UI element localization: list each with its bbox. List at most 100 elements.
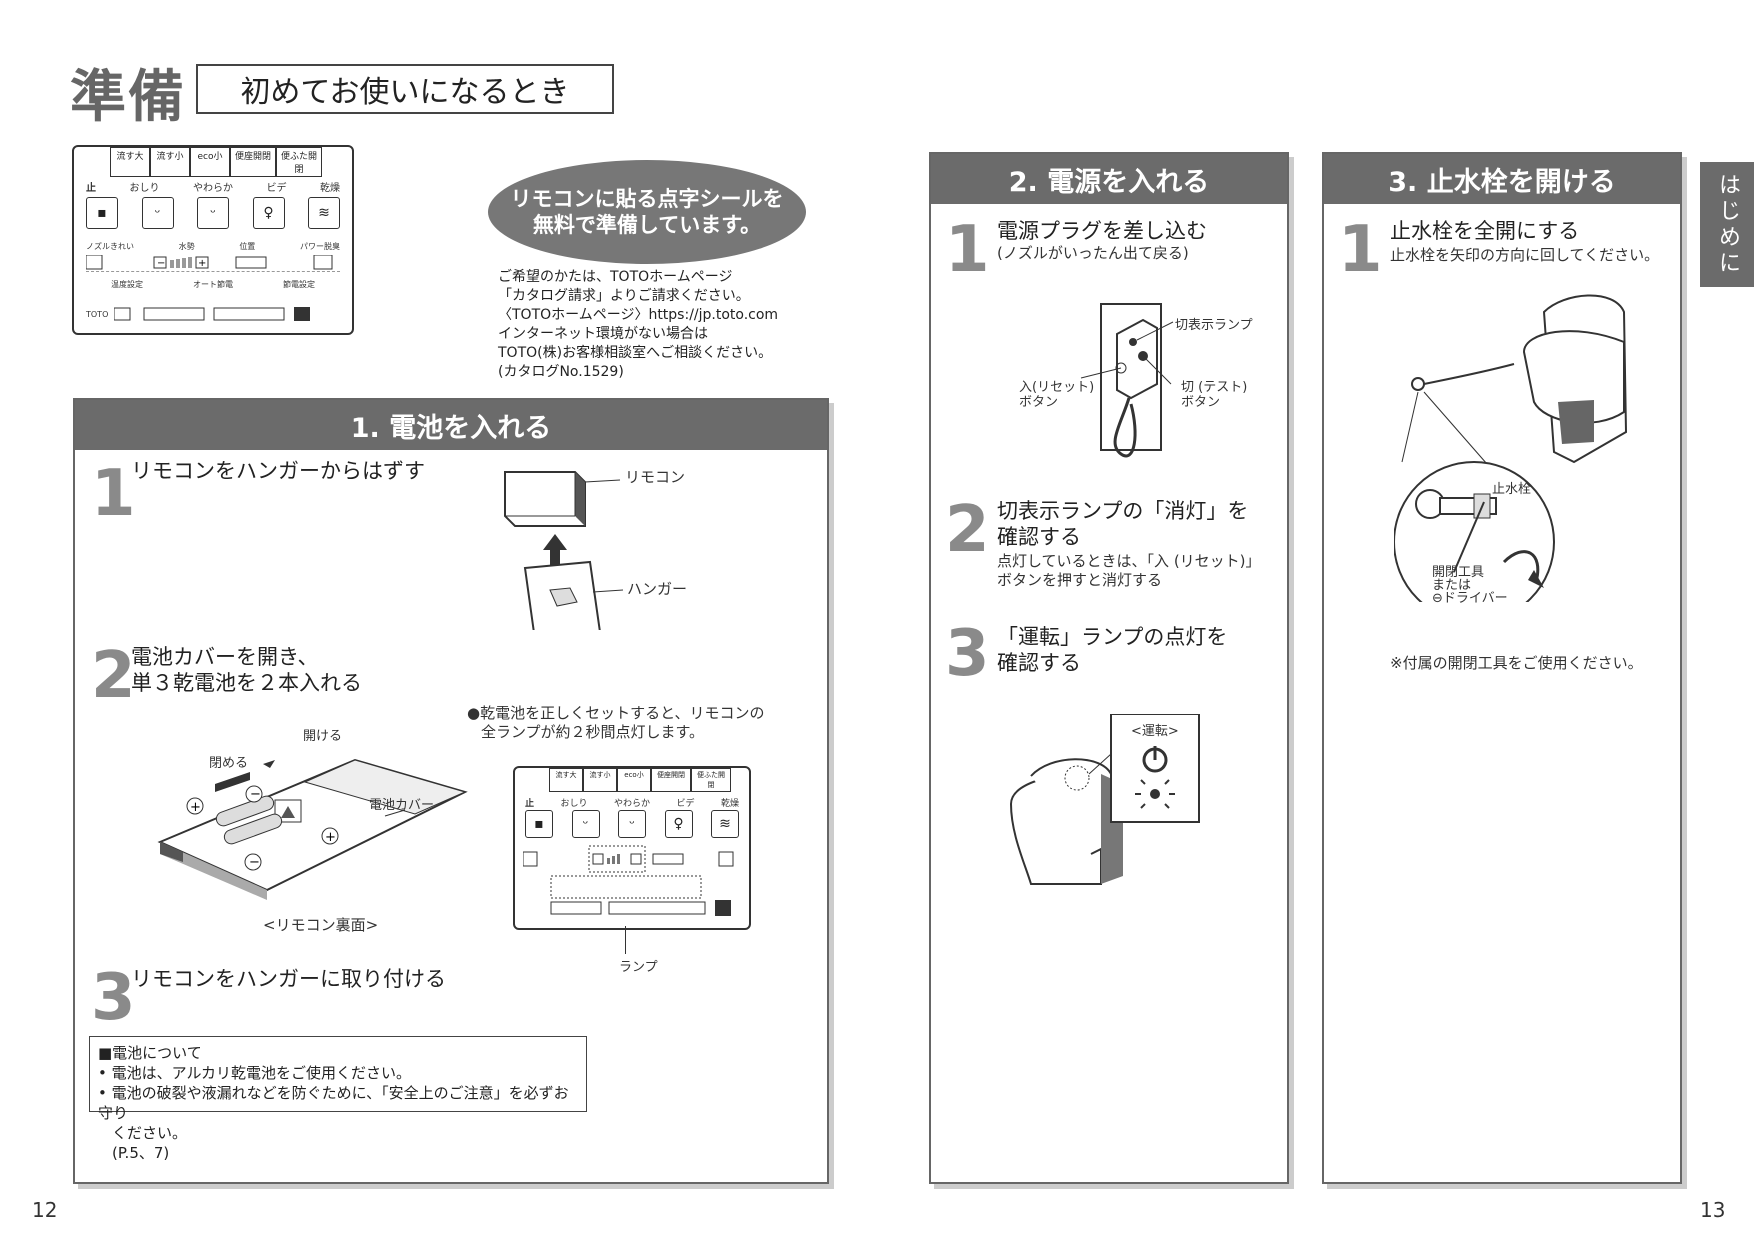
step-sub-line: 点灯しているときは、「入 (リセット)」 [997,552,1261,570]
remote-tab: 流す大 [549,768,583,792]
label-line: 入(リセット) [1019,380,1095,395]
svg-text:−: − [157,258,165,269]
page-number-right: 13 [1700,1198,1726,1222]
dryer-button-icon: ≋ [711,810,739,838]
remote-label: 乾燥 [720,799,739,809]
toilet-run-lamp-illustration [1009,714,1200,885]
step-title-line: 確認する [997,525,1081,549]
label-off-test-button: 切 (テスト) ボタン [1181,380,1247,410]
remote-tab: 便座開閉 [230,147,276,177]
section-insert-batteries: 1. 電池を入れる 1 リモコンをハンガーからはずす リモコン ハンガー 2 電… [73,398,829,1184]
remote-brand: TOTO [86,309,109,319]
bidet-rear-button-icon: ᵕ [571,810,600,838]
section-power-on: 2. 電源を入れる 1 電源プラグを差し込む (ノズルがいったん出て戻る) 切表… [929,152,1289,1184]
step-title: 止水栓を全開にする [1390,219,1580,243]
label-on-reset-button: 入(リセット) ボタン [1019,380,1094,410]
label-hanger: ハンガー [627,580,688,598]
step-title-line: 単３乾電池を２本入れる [131,671,362,695]
svg-text:+: + [198,258,206,269]
remote-label: ビデ [676,799,695,809]
promo-line: 「カタログ請求」よりご請求ください。 [498,288,750,304]
step-title: 「運転」ランプの点灯を 確認する [997,624,1227,676]
label-line: 開閉工具 [1432,565,1485,580]
svg-text:+: + [190,800,201,815]
label-run-lamp: <運転> [1131,724,1179,739]
bidet-front-button-icon: ♀ [664,810,693,838]
stop-valve-illustration [1394,294,1628,602]
label-line: ボタン [1181,395,1221,410]
label-line: ボタン [1019,395,1059,410]
step-title-line: 電池カバーを開き、 [131,645,319,669]
remote-label: やわらか [193,183,233,194]
section-open-stop-valve: 3. 止水栓を開ける 1 止水栓を全開にする 止水栓を矢印の方向に回してください… [1322,152,1682,1184]
remote-hanger-illustration [504,471,624,630]
remote-tab: 流す大 [110,147,150,177]
remote-label: おしり [560,799,588,809]
soft-wash-button-icon: ᵕ [618,810,646,838]
step-number: 2 [945,493,990,567]
promo-line: ご希望のかたは、TOTOホームページ [498,269,733,285]
label-stop-valve: 止水栓 [1492,482,1532,497]
remote-illustration-top: 流す大 流す小 eco小 便座開閉 便ふた開閉 止 おしり やわらか ビデ 乾燥… [72,145,354,335]
label-off-lamp: 切表示ランプ [1175,318,1253,333]
remote-label: 温度設定 [111,280,143,289]
promo-line: 〈TOTOホームページ〉https://jp.toto.com [498,307,779,323]
label-lamp: ランプ [619,960,658,975]
section-heading: 3. 止水栓を開ける [1324,154,1680,204]
battery-info-item: • 電池の破裂や液漏れなどを防ぐために、「安全上のご注意」を必ずお守り [98,1084,569,1122]
remote-row2-controls-icon: − + [85,254,333,270]
step-sub-line: ボタンを押すと消灯する [997,571,1163,589]
remote-label: オート節電 [193,280,233,289]
battery-note-line: 全ランプが約２秒間点灯します。 [481,723,705,741]
remote-label: ノズルきれい [86,242,134,251]
page-number-left: 12 [32,1198,58,1222]
soft-wash-button-icon: ᵕ [197,197,229,229]
battery-info-box: ■電池について • 電池は、アルカリ乾電池をご使用ください。 • 電池の破裂や液… [89,1036,587,1162]
section-heading: 1. 電池を入れる [75,400,827,450]
step-title-line: 「運転」ランプの点灯を [997,625,1228,649]
remote-label: やわらか [613,799,650,809]
label-line: ⊖ドライバー [1432,591,1508,606]
step-title-line: 確認する [997,651,1081,675]
step-sub: 止水栓を矢印の方向に回してください。 [1390,246,1660,264]
promo-text: ご希望のかたは、TOTOホームページ 「カタログ請求」よりご請求ください。 〈T… [498,268,778,382]
remote-lamps-area-icon [523,845,734,916]
promo-line: インターネット環境がない場合は [498,326,708,342]
braille-sticker-banner: リモコンに貼る点字シールを 無料で準備しています。 [488,160,806,264]
battery-info-item: (P.5、7) [112,1144,170,1162]
step-title: リモコンをハンガーに取り付ける [131,967,446,991]
braille-sticker-banner-text: リモコンに貼る点字シールを 無料で準備しています。 [510,187,784,237]
remote-tab: eco小 [617,768,651,792]
remote-tab: 流す小 [150,147,190,177]
step-title: 電池カバーを開き、 単３乾電池を２本入れる [131,644,362,696]
remote-illustration-lamps: 流す大 流す小 eco小 便座開閉 便ふた開閉 止 おしり やわらか ビデ 乾燥… [513,766,751,954]
page-title: 準備 [70,65,186,130]
step-number: 1 [945,213,990,287]
battery-note-line: ●乾電池を正しくセットすると、リモコンの [467,704,765,722]
svg-text:+: + [325,830,336,845]
promo-line: (カタログNo.1529) [498,364,624,380]
svg-text:−: − [250,787,261,802]
remote-tab: 便ふた開閉 [276,147,322,177]
remote-tab: 便座開閉 [651,768,691,792]
remote-label: 節電設定 [283,280,315,289]
label-line: または [1432,578,1472,593]
remote-bottom-buttons-icon [114,307,311,321]
battery-info-item: ください。 [112,1124,188,1142]
bidet-rear-button-icon: ᵕ [141,197,174,229]
label-line: 切 (テスト) [1181,380,1248,395]
step-sub: (ノズルがいったん出て戻る) [997,244,1189,262]
remote-top-tabs: 流す大 流す小 eco小 便座開閉 便ふた開閉 [110,147,322,177]
step-title-line: 切表示ランプの「消灯」を [997,499,1249,523]
footnote: ※付属の開閉工具をご使用ください。 [1390,654,1643,672]
label-remote: リモコン [625,468,686,486]
svg-text:−: − [249,855,260,870]
step-number: 3 [945,617,990,691]
battery-note: ●乾電池を正しくセットすると、リモコンの 全ランプが約２秒間点灯します。 [467,704,765,742]
stop-button-icon: ▪ [86,197,118,229]
section-heading: 2. 電源を入れる [931,154,1287,204]
remote-label: 位置 [239,242,256,251]
label-battery-cover: 電池カバー [369,798,435,813]
step-number: 1 [1338,213,1383,287]
step-title: 切表示ランプの「消灯」を 確認する [997,498,1248,550]
